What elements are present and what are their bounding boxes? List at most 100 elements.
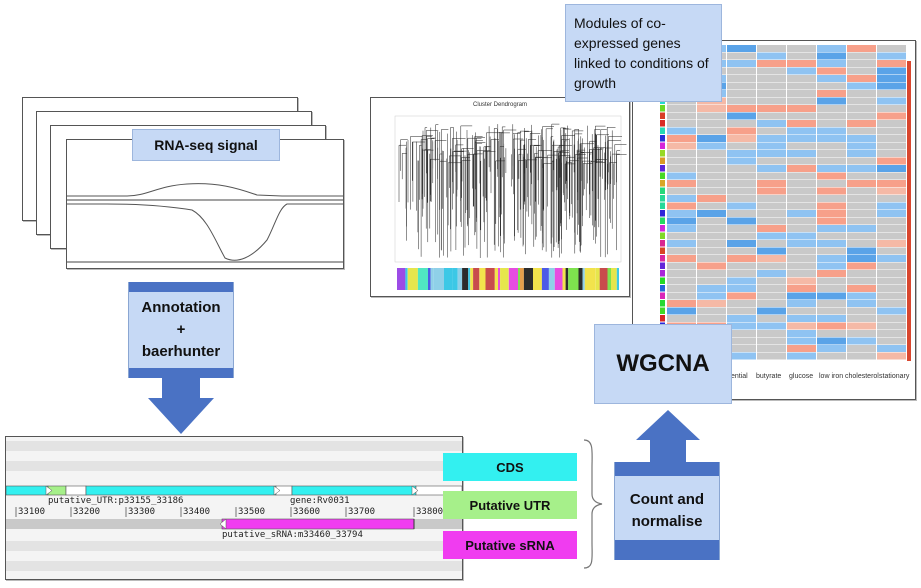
heatmap-cell (757, 135, 786, 142)
heatmap-cell (847, 157, 876, 165)
annotation-step-line1: Annotation (141, 299, 221, 316)
heatmap-cell (697, 135, 726, 142)
module-color-swatch (660, 150, 665, 157)
heatmap-cell (667, 195, 696, 202)
module-color-swatch (660, 255, 665, 262)
heatmap-cell (727, 120, 756, 127)
heatmap-cell (877, 240, 906, 247)
heatmap-cell (847, 90, 876, 97)
heatmap-cell (817, 135, 846, 142)
heatmap-cell (847, 150, 876, 157)
heatmap-cell (817, 112, 846, 120)
heatmap-cell (847, 210, 876, 217)
heatmap-cell (697, 270, 726, 277)
heatmap-cell (697, 262, 726, 270)
module-color-swatch (660, 180, 665, 187)
heatmap-cell (817, 247, 846, 255)
heatmap-cell (787, 345, 816, 352)
heatmap-cell (847, 112, 876, 120)
heatmap-cell (697, 172, 726, 180)
heatmap-cell (847, 322, 876, 330)
heatmap-cell (847, 45, 876, 52)
module-color-swatch (660, 210, 665, 217)
module-color-band (520, 268, 524, 290)
heatmap-cell (817, 75, 846, 82)
heatmap-cell (787, 82, 816, 90)
heatmap-cell (787, 262, 816, 270)
heatmap-condition-label: low iron (819, 373, 844, 380)
heatmap-cell (847, 255, 876, 262)
heatmap-cell (817, 300, 846, 307)
heatmap-cell (697, 157, 726, 165)
heatmap-cell (667, 127, 696, 135)
heatmap-cell (697, 285, 726, 292)
heatmap-cell (757, 90, 786, 97)
heatmap-condition-label: stationary (879, 373, 910, 380)
heatmap-cell (877, 97, 906, 105)
heatmap-cell (877, 352, 906, 360)
module-color-band (533, 268, 542, 290)
module-color-swatch (660, 112, 665, 119)
heatmap-cell (847, 217, 876, 225)
legend-putative-srna: Putative sRNA (443, 531, 577, 559)
module-color-swatch (660, 270, 665, 277)
heatmap-cell (727, 172, 756, 180)
heatmap-cell (667, 112, 696, 120)
heatmap-cell (817, 352, 846, 360)
heatmap-cell (697, 255, 726, 262)
heatmap-cell (667, 105, 696, 112)
heatmap-cell (667, 240, 696, 247)
heatmap-cell (667, 180, 696, 187)
heatmap-cell (697, 142, 726, 150)
heatmap-cell (817, 60, 846, 67)
heatmap-cell (877, 255, 906, 262)
heatmap-cell (757, 345, 786, 352)
heatmap-cell (667, 300, 696, 307)
heatmap-cell (787, 255, 816, 262)
heatmap-cell (877, 217, 906, 225)
heatmap-cell (727, 187, 756, 195)
module-color-band (541, 268, 549, 290)
module-color-band (562, 268, 566, 290)
heatmap-cell (787, 112, 816, 120)
heatmap-cell (877, 52, 906, 60)
heatmap-cell (847, 60, 876, 67)
annotation-step-box: Annotation + baerhunter (128, 282, 234, 378)
heatmap-cell (787, 270, 816, 277)
heatmap-cell (757, 105, 786, 112)
module-color-swatch (660, 127, 665, 134)
module-color-swatch (660, 217, 665, 224)
module-color-band (582, 268, 585, 290)
rnaseq-signal-label-box: RNA-seq signal (132, 129, 280, 161)
heatmap-cell (787, 142, 816, 150)
heatmap-cell (847, 180, 876, 187)
gene-feature-label: gene:Rv0031 (290, 496, 350, 506)
heatmap-cell (727, 225, 756, 232)
heatmap-cell (697, 210, 726, 217)
heatmap-cell (847, 172, 876, 180)
heatmap-cell (757, 75, 786, 82)
heatmap-cell (817, 262, 846, 270)
heatmap-cell (877, 45, 906, 52)
heatmap-cell (727, 262, 756, 270)
ruler-tick-label: 33800 (416, 507, 444, 517)
heatmap-cell (787, 315, 816, 322)
heatmap-cell (817, 307, 846, 315)
heatmap-cell (817, 105, 846, 112)
heatmap-cell (697, 127, 726, 135)
module-color-band (430, 268, 434, 290)
heatmap-cell (697, 277, 726, 285)
module-color-band (479, 268, 486, 290)
heatmap-cell (817, 202, 846, 210)
heatmap-cell (847, 345, 876, 352)
heatmap-cell (757, 127, 786, 135)
module-color-band (518, 268, 520, 290)
heatmap-cell (787, 60, 816, 67)
module-color-swatch (660, 292, 665, 299)
heatmap-cell (787, 202, 816, 210)
heatmap-cell (817, 255, 846, 262)
heatmap-cell (847, 285, 876, 292)
heatmap-cell (847, 165, 876, 172)
heatmap-cell (787, 322, 816, 330)
heatmap-cell (817, 217, 846, 225)
